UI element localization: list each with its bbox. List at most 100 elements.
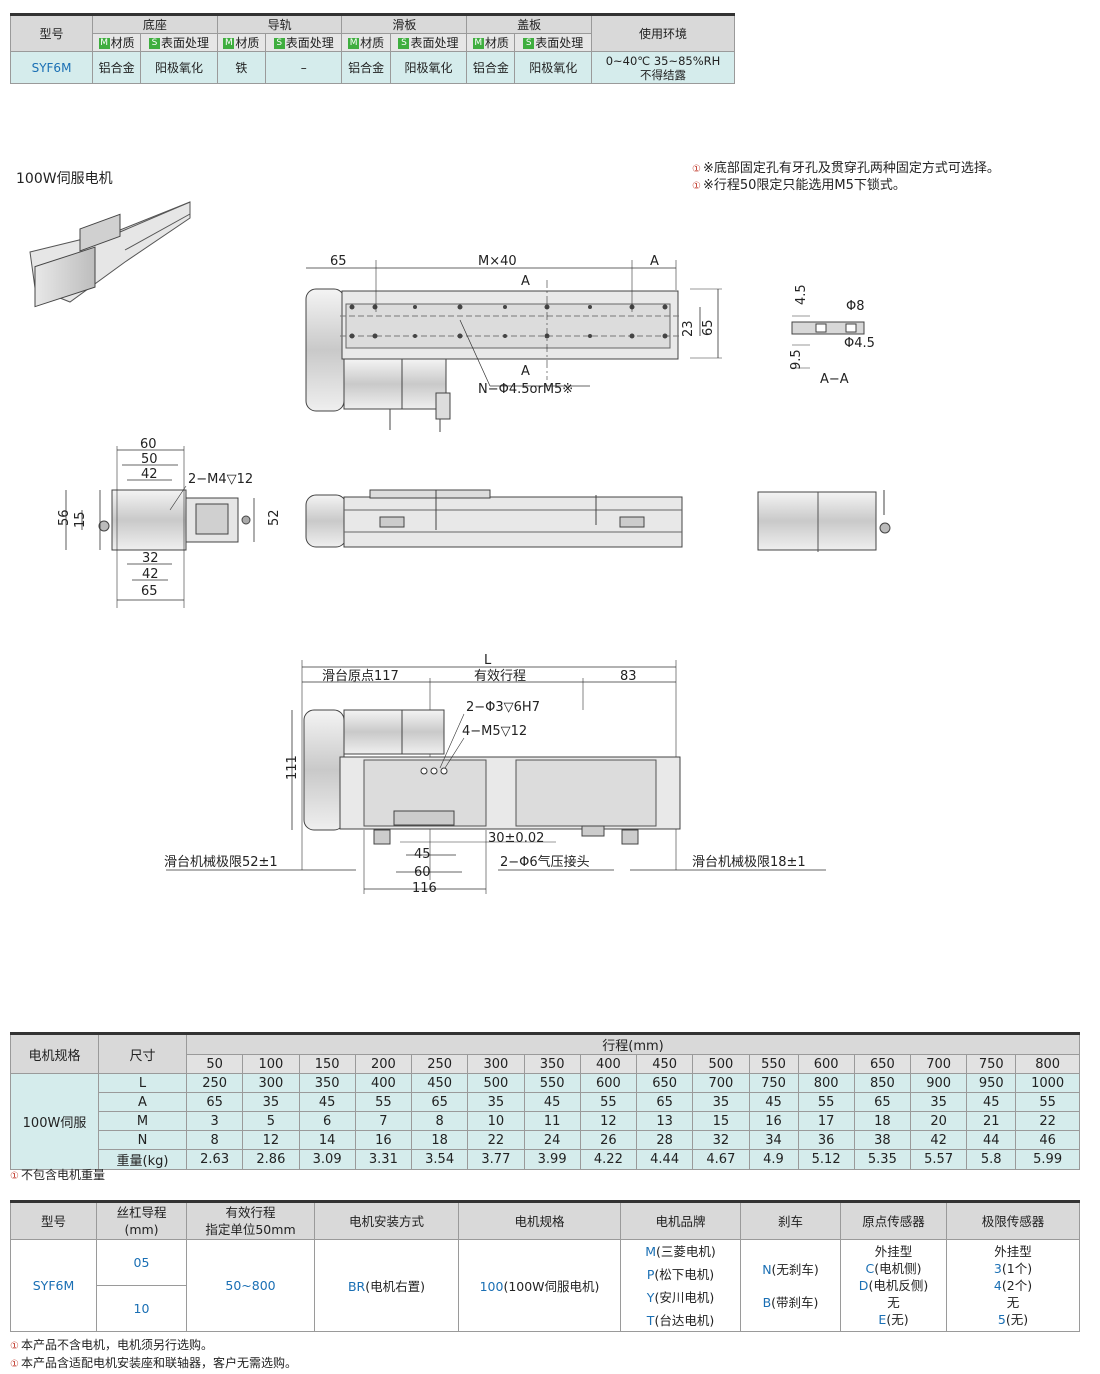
col-stroke: 行程(mm) <box>186 1032 1080 1055</box>
m-badge: M <box>98 38 110 49</box>
dim-label: 4−M5▽12 <box>462 724 527 739</box>
s-badge: S <box>523 38 535 49</box>
table-cell: 26 <box>579 1130 638 1150</box>
table-cell: 4.67 <box>692 1149 750 1170</box>
table-cell: 28 <box>635 1130 694 1150</box>
table-row: SYF6M 05 50~800 BR(电机右置) 100(100W伺服电机) M… <box>10 1239 1080 1332</box>
dim-label: 65 <box>330 254 347 269</box>
bottom-view: L 滑台原点117 有效行程 83 2−Φ3▽6H7 4−M5▽12 111 3… <box>164 653 826 896</box>
brand-cell: M(三菱电机) P(松下电机) Y(安川电机) T(台达电机) <box>620 1239 741 1332</box>
stroke-cell: 50~800 <box>186 1239 315 1332</box>
table-cell: 65 <box>853 1092 912 1112</box>
list-item: P(松下电机) <box>646 1266 715 1282</box>
table-cell: 3.77 <box>467 1149 525 1170</box>
table-cell: 20 <box>909 1111 968 1131</box>
table-cell: 22 <box>1015 1111 1080 1131</box>
table-cell: 阳极氧化 <box>389 51 468 84</box>
mount-cell: BR(电机右置) <box>314 1239 459 1332</box>
col-cover: 盖板 <box>466 13 592 34</box>
dim-label: 滑台机械极限52±1 <box>164 855 278 870</box>
stroke-header: 650 <box>853 1054 912 1074</box>
dim-label: 42 <box>141 467 158 482</box>
table-cell: 44 <box>966 1130 1017 1150</box>
table-cell: 22 <box>467 1130 525 1150</box>
dim-label: 116 <box>412 881 437 896</box>
table-cell: 65 <box>410 1092 469 1112</box>
table-cell: 13 <box>635 1111 694 1131</box>
end-view: 60 50 42 2−M4▽12 56 15 52 32 42 65 <box>57 437 282 608</box>
table-cell: 350 <box>298 1073 356 1093</box>
end-view-right <box>757 490 891 552</box>
dim-label: 60 <box>414 865 431 880</box>
table-cell: 42 <box>909 1130 968 1150</box>
dim-label: 9.5 <box>789 349 804 370</box>
table-cell: 18 <box>853 1111 912 1131</box>
table-cell: 800 <box>797 1073 855 1093</box>
table-cell: 55 <box>354 1092 413 1112</box>
row-label: 重量(kg) <box>98 1149 187 1170</box>
table-cell: 35 <box>242 1092 300 1112</box>
dim-label: 83 <box>620 669 637 684</box>
col-lead: 丝杠导程(mm) <box>96 1200 187 1240</box>
note-icon: ① <box>10 1341 19 1352</box>
table-cell: 46 <box>1015 1130 1080 1150</box>
s-badge: S <box>273 38 285 49</box>
s-badge: S <box>148 38 160 49</box>
dim-label: 42 <box>142 567 159 582</box>
table-cell: 铝合金 <box>341 51 391 84</box>
table-cell: 850 <box>853 1073 912 1093</box>
stroke-header: 400 <box>579 1054 638 1074</box>
table-cell: 600 <box>579 1073 638 1093</box>
table-cell: 55 <box>1015 1092 1080 1112</box>
table-cell: 8 <box>410 1111 469 1131</box>
table-cell: 5.8 <box>966 1149 1017 1170</box>
dim-label: 60 <box>140 437 157 452</box>
model-cell: SYF6M <box>10 1239 97 1332</box>
table-cell: 5.99 <box>1015 1149 1080 1170</box>
table-cell: 45 <box>748 1092 799 1112</box>
dim-label: L <box>484 653 492 668</box>
stroke-header: 250 <box>410 1054 469 1074</box>
dim-label: 2−Φ6气压接头 <box>500 854 590 870</box>
table-cell: 65 <box>635 1092 694 1112</box>
table-cell: 4.9 <box>748 1149 799 1170</box>
table-cell: 10 <box>467 1111 525 1131</box>
motor-cell: 100W伺服 <box>10 1073 99 1170</box>
table-cell: 12 <box>579 1111 638 1131</box>
table-cell: 16 <box>354 1130 413 1150</box>
stroke-header: 700 <box>909 1054 968 1074</box>
col-motor: 电机规格 <box>458 1200 621 1240</box>
env-cell: 0~40℃ 35~85%RH 不得结露 <box>591 51 735 84</box>
dim-label: 2−M4▽12 <box>188 472 253 487</box>
dim-label: 65 <box>701 319 716 336</box>
note-icon: ① <box>10 1171 19 1182</box>
table-cell: 铝合金 <box>466 51 516 84</box>
col-model: 型号 <box>10 13 93 52</box>
table-cell: 950 <box>966 1073 1017 1093</box>
table-cell: 45 <box>298 1092 356 1112</box>
motor-title: 100W伺服电机 <box>16 171 113 187</box>
note-item: ①※行程50限定只能选用M5下锁式。 <box>692 178 906 193</box>
list-item: T(台达电机) <box>646 1312 715 1328</box>
table-cell: 3.99 <box>523 1149 581 1170</box>
note-item: ①※底部固定孔有牙孔及贯穿孔两种固定方式可选择。 <box>692 161 1000 176</box>
dim-label: 56 <box>57 509 72 526</box>
dim-label: Φ4.5 <box>844 336 875 351</box>
table-cell: 3.09 <box>298 1149 356 1170</box>
table-cell: 4.22 <box>579 1149 638 1170</box>
table-cell: 铝合金 <box>91 51 142 84</box>
table-cell: 38 <box>853 1130 912 1150</box>
table-cell: 14 <box>298 1130 356 1150</box>
lead-cell: 10 <box>96 1285 187 1332</box>
note-icon: ① <box>692 164 701 175</box>
table-cell: 5 <box>242 1111 300 1131</box>
list-item: M(三菱电机) <box>645 1243 716 1259</box>
motor-cell: 100(100W伺服电机) <box>458 1239 621 1332</box>
dim-label: 111 <box>285 755 300 780</box>
